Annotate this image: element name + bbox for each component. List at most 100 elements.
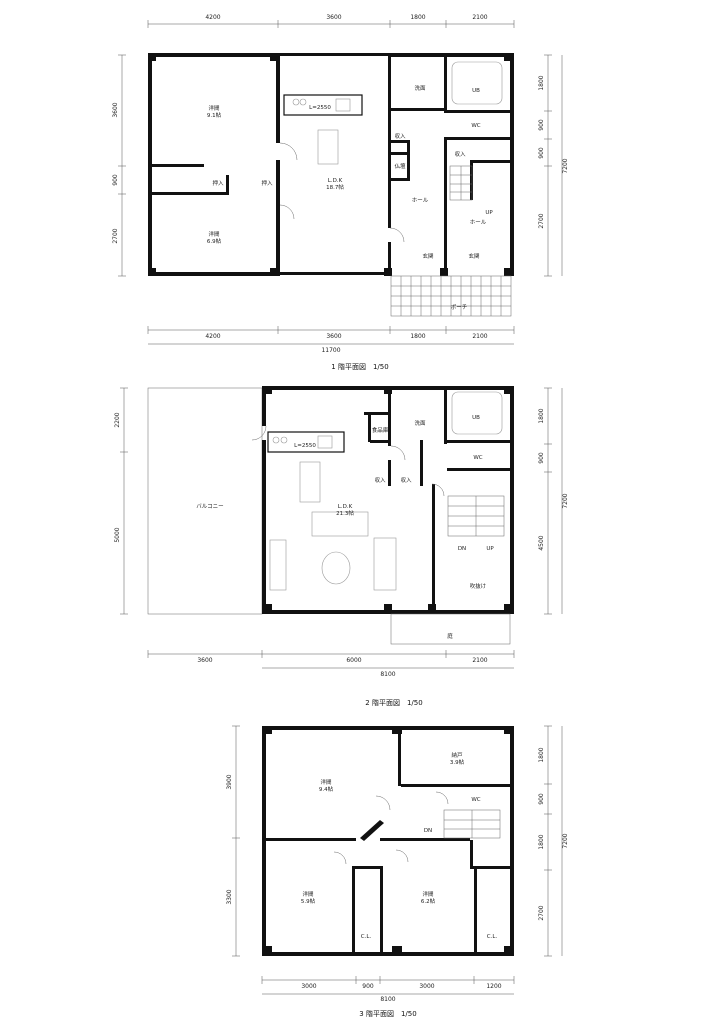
plan2-balcony: バルコニー xyxy=(196,503,223,510)
plan2-kitchen-label: L=2550 xyxy=(294,443,316,449)
plan2-bottom-dim-1: 3600 xyxy=(197,657,212,664)
plan1-top-dim-1: 4200 xyxy=(205,14,220,21)
plan3-right-dim-4: 2700 xyxy=(538,905,545,920)
plan2-stairs xyxy=(447,495,505,537)
plan2-door-arc-1 xyxy=(251,425,267,441)
plan1-top-dim-3: 1800 xyxy=(410,14,425,21)
plan3-room-west-top-name: 洋間 xyxy=(320,778,332,786)
plan1-porch: ポーチ xyxy=(451,304,468,311)
plan-2: 2200 5000 1800 900 4500 7200 xyxy=(114,386,569,707)
plan1-room-west-bottom-name: 洋間 xyxy=(208,230,220,238)
plan3-right-dim-3: 1800 xyxy=(538,834,545,849)
plan-3: 3900 3300 1800 900 1800 2700 7200 xyxy=(226,725,569,1018)
plan3-room-west-top-area: 9.4帖 xyxy=(319,785,334,793)
plan1-room-west-bottom-area: 6.9帖 xyxy=(207,237,222,245)
plan1-left-dim-1: 3600 xyxy=(112,102,119,117)
plan3-bottom-total: 8100 xyxy=(380,996,395,1003)
plan1-hall-a: ホール xyxy=(412,197,429,204)
plan1-washroom: 洗面 xyxy=(414,84,426,92)
plan1-right-dim-3: 900 xyxy=(538,147,545,159)
plan1-bottom-dim-4: 2100 xyxy=(472,333,487,340)
plan3-bottom-dim-3: 3000 xyxy=(419,983,434,990)
plan2-bath: UB xyxy=(472,415,480,421)
plan3-door-arc-2 xyxy=(333,851,347,865)
plan1-right-dim-2: 900 xyxy=(538,119,545,131)
plan1-butsudan: 仏壇 xyxy=(394,162,406,170)
plan2-pantry: 食品庫 xyxy=(372,426,389,434)
plan2-right-dim-2: 900 xyxy=(538,452,545,464)
plan2-up: UP xyxy=(486,546,494,552)
plan1-room-west-top-area: 9.1帖 xyxy=(207,111,222,119)
plan1-door-arc-2 xyxy=(279,204,295,220)
plan1-top-dim-2: 3600 xyxy=(326,14,341,21)
plan1-bottom-total: 11700 xyxy=(321,347,340,354)
plan2-dining-table xyxy=(299,461,321,503)
plan1-bottom-dim-3: 1800 xyxy=(410,333,425,340)
plan3-bottom-dim-4: 1200 xyxy=(486,983,501,990)
plan2-walls xyxy=(262,386,514,614)
plan1-right-dim-1: 1800 xyxy=(538,75,545,90)
plan1-right-total: 7200 xyxy=(562,158,569,173)
plan1-entrance-a: 玄関 xyxy=(422,252,434,260)
plan1-kitchen-counter xyxy=(283,94,363,116)
plan2-coffee-table xyxy=(321,551,351,585)
plan3-right-total: 7200 xyxy=(562,833,569,848)
plan2-left-dim-2: 5000 xyxy=(114,527,121,542)
plan1-ldk-name: L.D.K xyxy=(328,178,343,184)
plan3-title: 3 階平面図 1/50 xyxy=(359,1009,416,1018)
plan2-bottom-dim-2: 6000 xyxy=(346,657,361,664)
plan2-garden-outline xyxy=(390,613,511,645)
plan1-up: UP xyxy=(485,210,493,216)
plan3-right-dim-1: 1800 xyxy=(538,747,545,762)
plan2-bottom-total: 8100 xyxy=(380,671,395,678)
plan2-dn: DN xyxy=(458,546,466,552)
plan1-right-dim-4: 2700 xyxy=(538,213,545,228)
plan1-bottom-dim-1: 4200 xyxy=(205,333,220,340)
plan3-cl-b: C.L. xyxy=(487,934,498,940)
plan1-title: 1 階平面図 1/50 xyxy=(331,362,388,371)
plan2-sofa xyxy=(311,511,369,537)
plan2-tv-board xyxy=(269,539,287,591)
plan1-room-west-top-name: 洋間 xyxy=(208,104,220,112)
plan2-balcony-outline xyxy=(147,387,263,615)
plan1-wc: WC xyxy=(471,123,480,129)
plan3-bottom-dim-1: 3000 xyxy=(301,983,316,990)
plan3-walls xyxy=(262,726,514,956)
plan1-kitchen-label: L=2550 xyxy=(309,105,331,111)
plan1-bathtub xyxy=(451,61,503,105)
plan3-bottom-dim-2: 900 xyxy=(362,983,374,990)
plan3-door-arc-1 xyxy=(375,795,391,811)
plan1-closet-a: 押入 xyxy=(212,179,224,187)
plan1-left-dim-2: 900 xyxy=(112,174,119,186)
plan3-room-west-left-area: 5.9帖 xyxy=(301,897,316,905)
plan1-storage-b: 収入 xyxy=(454,151,466,158)
plan3-left-dim-2: 3300 xyxy=(226,889,233,904)
plan3-right-dim-2: 900 xyxy=(538,793,545,805)
plan3-dn: DN xyxy=(424,828,432,834)
plan3-door-arc-3 xyxy=(395,849,409,863)
plan3-storage-name: 納戸 xyxy=(451,751,463,759)
plan2-ground: 庭 xyxy=(447,632,453,640)
plan1-porch-tiles xyxy=(390,275,512,317)
plan1-bottom-dim-2: 3600 xyxy=(326,333,341,340)
plan2-right-total: 7200 xyxy=(562,493,569,508)
plan2-right-dim-3: 4500 xyxy=(538,535,545,550)
plan1-closet-b: 押入 xyxy=(261,179,273,187)
plan2-washroom: 洗面 xyxy=(414,419,426,427)
plan3-storage-area: 3.9帖 xyxy=(450,758,465,766)
plan1-dining-table xyxy=(317,129,339,165)
plan2-storage-a: 収入 xyxy=(374,477,386,484)
plan2-right-dim-1: 1800 xyxy=(538,408,545,423)
plan1-bath: UB xyxy=(472,88,480,94)
plan1-top-dim-4: 2100 xyxy=(472,14,487,21)
plan2-stair-hall: 吹抜け xyxy=(470,582,487,590)
plan3-left-dim-1: 3900 xyxy=(226,774,233,789)
plan2-wc: WC xyxy=(473,455,482,461)
plan2-bottom-dim-3: 2100 xyxy=(472,657,487,664)
plan2-door-arc-2 xyxy=(390,445,406,461)
plan2-sofa-side xyxy=(373,537,397,591)
plan1-left-dim-3: 2700 xyxy=(112,228,119,243)
plan-1: 4200 3600 1800 2100 3600 900 2700 1800 9… xyxy=(112,14,569,371)
plan2-storage-b: 収入 xyxy=(400,477,412,484)
